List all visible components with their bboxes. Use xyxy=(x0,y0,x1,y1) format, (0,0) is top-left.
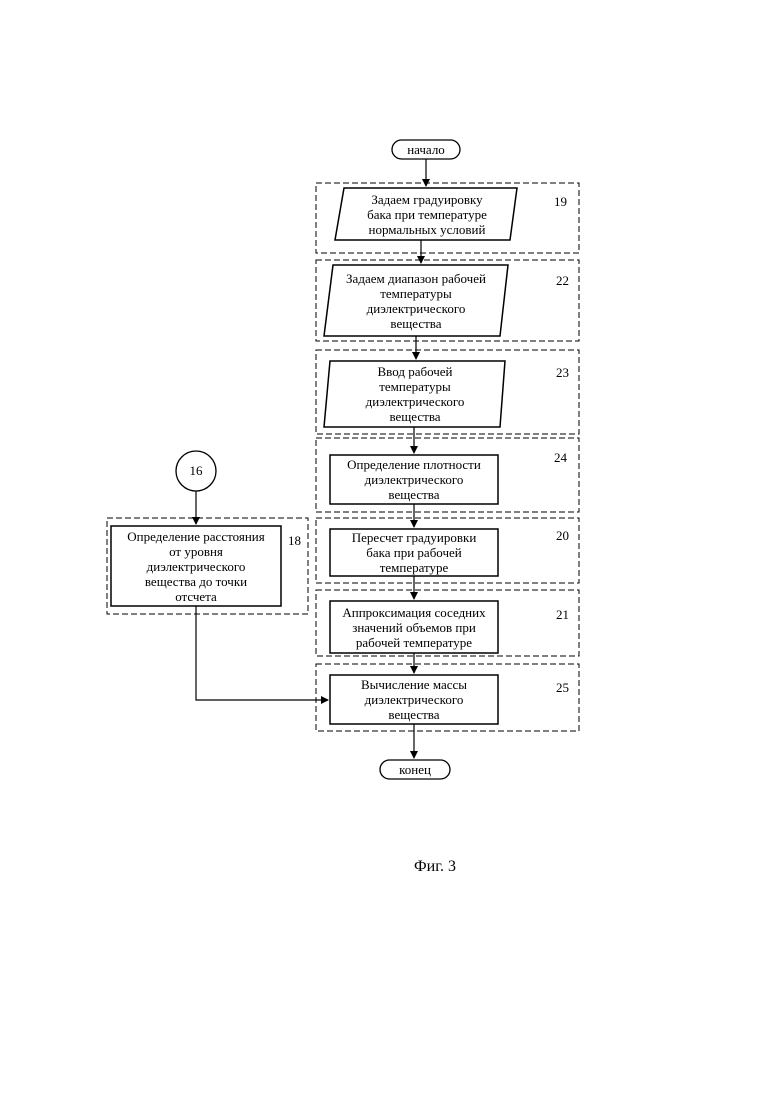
block-22-label: Задаем диапазон рабочейтемпературыдиэлек… xyxy=(328,266,504,336)
ref-number-19: 19 xyxy=(554,194,567,209)
arrow-18-to-25 xyxy=(196,606,328,700)
ref-number-24: 24 xyxy=(554,450,567,465)
ref-number-18: 18 xyxy=(288,533,301,548)
ref-number-23: 23 xyxy=(556,365,569,380)
figure-caption: Фиг. 3 xyxy=(414,858,456,876)
block-19-label: Задаем градуировкубака при температурено… xyxy=(340,188,514,240)
start-label: начало xyxy=(392,142,460,157)
end-label: конец xyxy=(380,762,450,777)
ref-number-21: 21 xyxy=(556,607,569,622)
block-23-label: Ввод рабочейтемпературыдиэлектрическогов… xyxy=(327,362,503,426)
block-25-label: Вычисление массыдиэлектрическоговещества xyxy=(330,675,498,724)
block-20-label: Пересчет градуировкибака при рабочейтемп… xyxy=(330,529,498,576)
block-21-label: Аппроксимация соседнихзначений объемов п… xyxy=(330,601,498,653)
ref-number-20: 20 xyxy=(556,528,569,543)
block-18-label: Определение расстоянияот уровнядиэлектри… xyxy=(111,526,281,606)
connector-label: 16 xyxy=(176,463,216,478)
ref-number-25: 25 xyxy=(556,680,569,695)
ref-number-22: 22 xyxy=(556,273,569,288)
block-24-label: Определение плотностидиэлектрическоговещ… xyxy=(330,455,498,504)
